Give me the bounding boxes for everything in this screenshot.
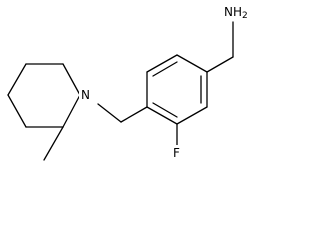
- amine-label-text: NH: [224, 5, 242, 19]
- aromatic-inner-bond-bottom-left: [152, 102, 178, 118]
- aminomethyl-group: [206, 21, 234, 73]
- bond-ring-top-left: [146, 54, 178, 73]
- bond-c6-to-nitrogen: [62, 63, 81, 96]
- benzene-ring: [146, 54, 208, 125]
- bond-ring-to-benzyl-ch2: [120, 106, 148, 123]
- benzyl-linker: [97, 103, 148, 123]
- bond-ring-bottom-left: [146, 106, 178, 125]
- bond-nitrogen-to-c2: [62, 94, 81, 128]
- molecule-structure-diagram: NH2 N F: [7, 5, 251, 161]
- amine-label-subscript: 2: [242, 11, 248, 21]
- ring-nitrogen-label: N: [81, 88, 90, 102]
- fluorine-label: F: [173, 146, 180, 160]
- bond-ring-bottom-right: [176, 106, 208, 125]
- bond-benzyl-ch2-to-nitrogen: [97, 103, 122, 123]
- methyl-substituent: [43, 126, 64, 161]
- atom-label-ring-nitrogen: N: [79, 87, 91, 103]
- piperidine-ring: [7, 63, 81, 128]
- bond-c4-to-c5: [7, 63, 27, 96]
- bond-c2-to-methyl: [43, 126, 64, 161]
- bond-ring-top-right: [176, 54, 208, 73]
- svg-text:NH2: NH2: [224, 5, 248, 21]
- atom-label-fluorine: F: [171, 145, 183, 161]
- bond-ring-to-ch2: [206, 56, 234, 73]
- aromatic-inner-bond-top-left: [152, 61, 178, 77]
- atom-label-amine: NH2: [223, 5, 251, 21]
- bond-c3-to-c4: [7, 94, 27, 128]
